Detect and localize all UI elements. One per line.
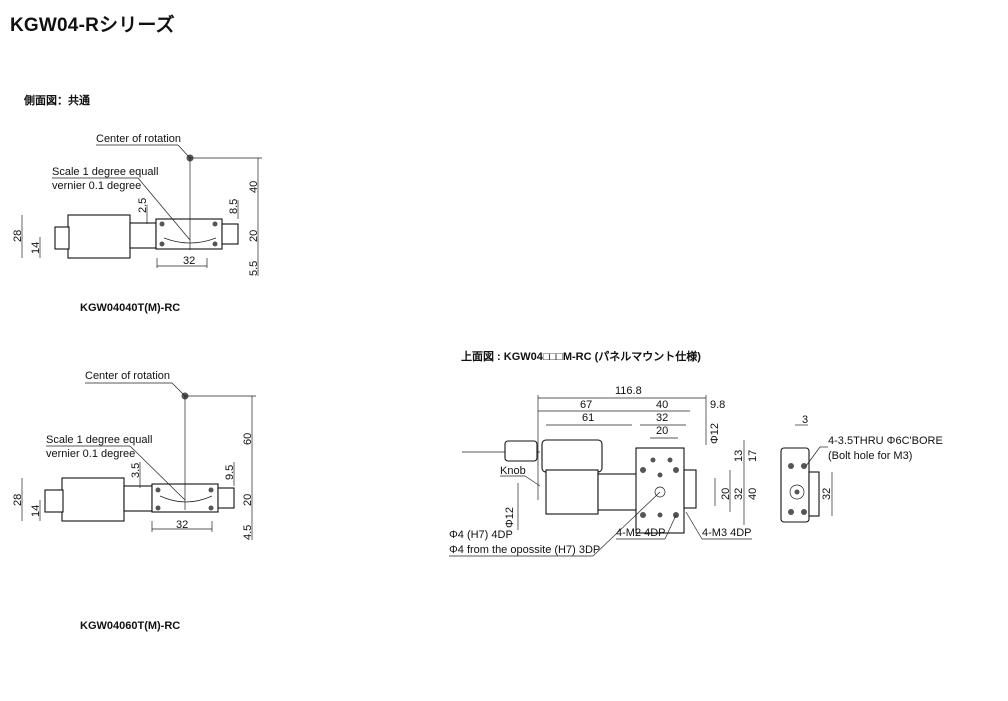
scale-label-2: Scale 1 degree equall (46, 434, 152, 446)
top-view-drawing: 116.8 67 40 9.8 61 32 20 Φ12 13 17 20 32… (449, 385, 759, 557)
dim-20-v: 20 (720, 488, 732, 500)
knob-label: Knob (500, 465, 526, 477)
dim-phi12-left: Φ12 (504, 507, 516, 528)
center-of-rotation-label: Center of rotation (96, 133, 181, 145)
vernier-label-2: vernier 0.1 degree (46, 448, 135, 460)
dim-3.5: 3.5 (130, 463, 142, 478)
dim-28: 28 (12, 230, 24, 242)
dim-20: 20 (248, 230, 260, 242)
side-view-drawing-2: Center of rotation Scale 1 degree equall… (12, 370, 256, 540)
dim-61: 61 (582, 412, 594, 424)
side-view-label: 側面図：共通 (24, 95, 90, 107)
note-bolt-hole: 4-3.5THRU Φ6C'BORE (828, 435, 943, 447)
page-title: KGW04-Rシリーズ (10, 15, 175, 36)
dim-40-v: 40 (747, 488, 759, 500)
dim-17: 17 (747, 450, 759, 462)
dim-4.5: 4.5 (242, 525, 254, 540)
dim-5.5: 5.5 (248, 261, 260, 276)
vernier-label: vernier 0.1 degree (52, 180, 141, 192)
note-phi4-4dp: Φ4 (H7) 4DP (449, 529, 513, 541)
model-label-2: KGW04060T(M)-RC (80, 620, 181, 632)
end-view-drawing: 3 32 4-3.5THRU Φ6C'BORE (Bolt hole for M… (780, 414, 943, 523)
note-m2: 4-M2 4DP (616, 527, 666, 539)
note-bolt-hole-m3: (Bolt hole for M3) (828, 450, 912, 462)
dim-67: 67 (580, 399, 592, 411)
dim-14-b: 14 (30, 505, 42, 517)
dim-9.5: 9.5 (224, 465, 236, 480)
dim-3: 3 (802, 414, 808, 426)
note-phi4-opposite: Φ4 from the opossite (H7) 3DP (449, 544, 600, 556)
dim-13: 13 (733, 450, 745, 462)
side-view-drawing-1: Center of rotation Scale 1 degree equall… (12, 133, 262, 276)
dim-32-b: 32 (176, 519, 188, 531)
dim-32-v: 32 (733, 488, 745, 500)
scale-label: Scale 1 degree equall (52, 166, 158, 178)
dim-32-top: 32 (656, 412, 668, 424)
dim-9.8: 9.8 (710, 399, 725, 411)
dim-20-b: 20 (242, 494, 254, 506)
dim-28-b: 28 (12, 494, 24, 506)
dim-14: 14 (30, 242, 42, 254)
dim-40-top: 40 (656, 399, 668, 411)
model-label-1: KGW04040T(M)-RC (80, 302, 181, 314)
dim-32: 32 (183, 255, 195, 267)
note-m3: 4-M3 4DP (702, 527, 752, 539)
center-of-rotation-label-2: Center of rotation (85, 370, 170, 382)
dim-phi12-top: Φ12 (709, 423, 721, 444)
dim-2.5: 2.5 (137, 198, 149, 213)
dim-116.8: 116.8 (615, 385, 642, 397)
dim-40: 40 (248, 181, 260, 193)
dim-32-end: 32 (821, 488, 833, 500)
top-view-label: 上面図 : KGW04□□□M-RC (パネルマウント仕様) (461, 351, 701, 363)
dim-60: 60 (242, 433, 254, 445)
dim-8.5: 8.5 (228, 199, 240, 214)
dim-20-top: 20 (656, 425, 668, 437)
